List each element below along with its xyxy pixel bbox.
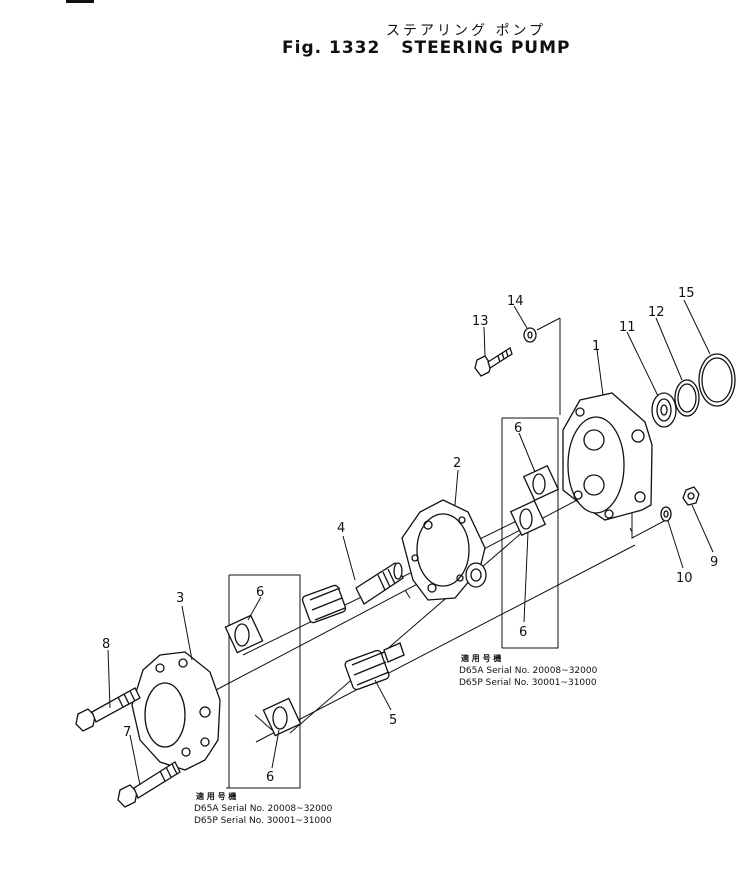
part-washer-10: [660, 506, 672, 522]
callout-5: 5: [389, 713, 397, 728]
callout-6c: 6: [514, 421, 522, 436]
part-rear-cover: [562, 392, 653, 521]
title-japanese: ステアリング ポンプ: [386, 23, 547, 39]
callout-9: 9: [710, 555, 718, 570]
part-oring-15: [698, 353, 736, 407]
callout-6b: 6: [266, 770, 274, 785]
callout-11: 11: [619, 320, 636, 335]
callout-2: 2: [453, 456, 461, 471]
callout-numbers: 1 2 3 4 5 6 6 6 6 7 8 9 10 11 12 13 14 1…: [102, 286, 718, 785]
part-bearing-6-a: [224, 614, 264, 654]
callout-4: 4: [337, 521, 345, 536]
callout-12: 12: [648, 305, 665, 320]
figure-title: Fig. 1332 STEERING PUMP: [282, 38, 584, 58]
note-right-heading: 適 用 号 機: [461, 653, 501, 663]
corner-mark: [66, 0, 94, 3]
part-bolt-13: [474, 347, 513, 377]
bracket-left: [226, 574, 301, 789]
note-left-line-2: D65P Serial No. 30001~31000: [194, 816, 332, 826]
callout-8: 8: [102, 637, 110, 652]
part-bearing-6-d: [509, 499, 547, 537]
part-drive-gear-4: [301, 562, 404, 624]
part-driven-gear-5: [344, 642, 405, 691]
callout-7: 7: [123, 725, 131, 740]
part-bearing-11: [651, 392, 677, 428]
part-ring-12: [674, 379, 700, 417]
part-nut-9: [682, 486, 700, 506]
callout-10: 10: [676, 571, 693, 586]
figure-name: STEERING PUMP: [401, 38, 571, 58]
callout-6d: 6: [519, 625, 527, 640]
callout-6a: 6: [256, 585, 264, 600]
bracket-right: [502, 417, 559, 649]
callout-14: 14: [507, 294, 524, 309]
part-front-cover: [131, 651, 221, 771]
part-washer-14: [523, 327, 537, 343]
note-right: 適 用 号 機 D65A Serial No. 20008~32000 D65P…: [459, 653, 598, 688]
callout-1: 1: [592, 339, 600, 354]
note-right-line-2: D65P Serial No. 30001~31000: [459, 678, 597, 688]
callout-leaders: [107, 299, 714, 786]
part-bearing-6-c: [522, 464, 560, 502]
note-left-heading: 適 用 号 機: [196, 791, 236, 801]
note-left-line-1: D65A Serial No. 20008~32000: [194, 804, 333, 814]
figure-number: Fig. 1332: [282, 38, 381, 58]
callout-15: 15: [678, 286, 695, 301]
part-bolt-7: [117, 761, 181, 808]
callout-13: 13: [472, 314, 489, 329]
callout-3: 3: [176, 591, 184, 606]
part-pump-body: [401, 499, 487, 601]
part-bolt-8: [75, 687, 141, 732]
note-right-line-1: D65A Serial No. 20008~32000: [459, 666, 598, 676]
note-left: 適 用 号 機 D65A Serial No. 20008~32000 D65P…: [194, 791, 333, 826]
part-bearing-6-b: [262, 697, 302, 737]
